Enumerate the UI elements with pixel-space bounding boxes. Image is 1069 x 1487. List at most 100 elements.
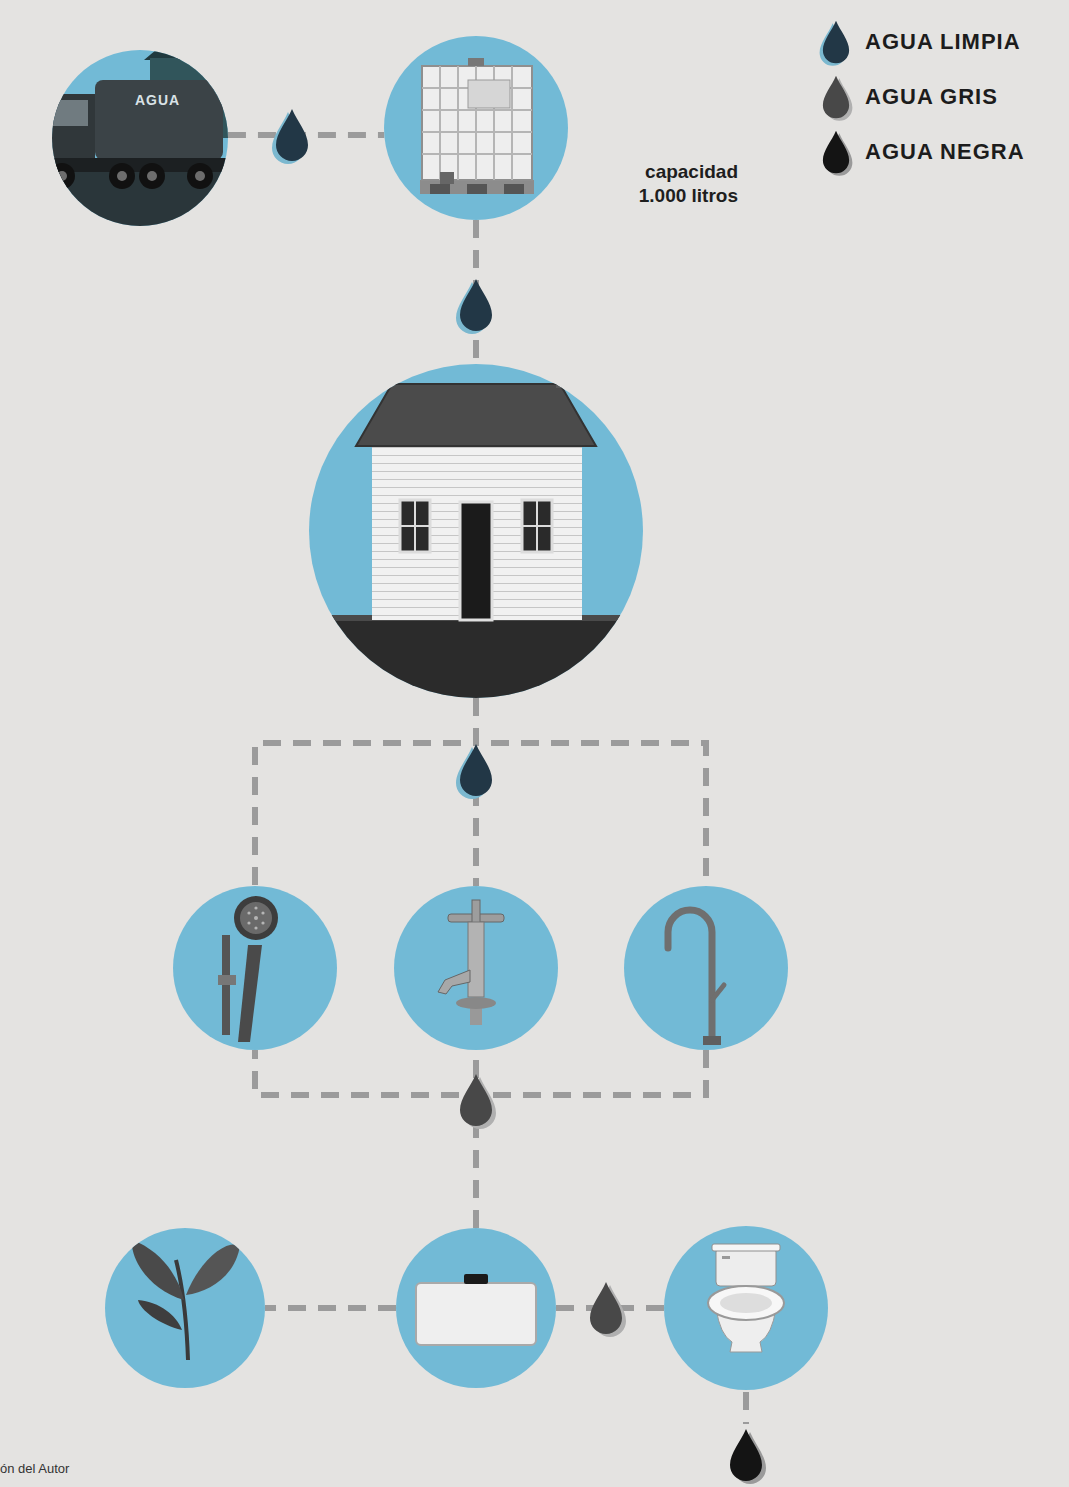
shower-illustration — [261, 911, 264, 914]
shower-illustration — [247, 911, 250, 914]
house-illustration — [460, 502, 492, 620]
kitchen-faucet-illustration — [712, 985, 724, 1000]
kitchen-faucet-illustration — [668, 910, 724, 1045]
truck-illustration — [147, 171, 157, 181]
grey-water-drop — [460, 1074, 496, 1129]
truck-illustration — [49, 163, 75, 189]
clean-water-drop — [456, 747, 488, 799]
ibc-tank-illustration — [467, 184, 487, 194]
plant-illustration — [176, 1260, 188, 1360]
house-illustration — [400, 525, 430, 527]
clean-water-drop — [456, 744, 492, 799]
house-illustration — [356, 384, 596, 446]
ibc-tank-illustration — [430, 184, 450, 194]
ibc-tank-illustration — [468, 80, 510, 108]
legend-drop-clean — [823, 21, 849, 64]
ibc-tank-illustration — [422, 109, 532, 111]
truck-illustration — [38, 94, 95, 172]
clean-water-drop — [460, 279, 492, 331]
truck-illustration — [36, 34, 260, 235]
toilet-illustration — [708, 1286, 784, 1320]
ibc-tank-illustration — [422, 66, 532, 180]
black-water-drop — [730, 1429, 762, 1481]
truck-illustration — [57, 171, 67, 181]
legend-label: AGUA NEGRA — [865, 139, 1025, 165]
toilet-circle — [664, 1226, 828, 1390]
toilet-illustration — [712, 1244, 780, 1251]
clean-water-drop — [272, 109, 308, 164]
legend-drop-clean — [820, 23, 846, 66]
dashed-connector — [228, 132, 384, 138]
ibc-tank-illustration — [493, 66, 495, 180]
truck-illustration — [195, 171, 205, 181]
grey-water-drop — [464, 1077, 496, 1129]
tap-illustration — [472, 900, 480, 930]
house-illustration — [536, 500, 538, 552]
truck-illustration — [139, 163, 165, 189]
truck-illustration — [44, 100, 88, 126]
legend-label: AGUA LIMPIA — [865, 29, 1021, 55]
clean-water-drop — [272, 112, 304, 164]
kitchen-faucet-illustration — [668, 910, 712, 1040]
capacity-note: capacidad 1.000 litros — [613, 160, 738, 208]
shower-illustration — [254, 906, 257, 909]
shower-illustration — [222, 935, 230, 1035]
ibc-tank-illustration — [422, 153, 532, 155]
plant-circle — [105, 1228, 265, 1388]
source-note: ón del Autor — [0, 1461, 69, 1476]
toilet-illustration — [720, 1293, 772, 1313]
ibc-tank-illustration — [511, 66, 513, 180]
storage-tank-illustration — [464, 1274, 488, 1284]
legend-drop-grey — [823, 76, 849, 119]
truck-illustration — [95, 80, 223, 160]
truck-illustration — [109, 163, 135, 189]
ibc-tank-illustration — [422, 131, 532, 133]
truck-illustration — [150, 58, 252, 138]
plant-illustration — [186, 1244, 240, 1295]
ibc-tank-illustration — [422, 66, 532, 180]
truck-illustration — [187, 163, 213, 189]
shower-illustration — [240, 902, 272, 934]
shower-illustration — [234, 896, 278, 940]
house-illustration — [414, 500, 416, 552]
shower-illustration — [247, 906, 264, 929]
shower-illustration — [254, 916, 258, 920]
dashed-connector — [255, 1050, 476, 1228]
house-circle — [309, 364, 643, 698]
dashed-connector — [473, 1050, 479, 1228]
truck-illustration — [117, 171, 127, 181]
tap-illustration — [448, 914, 504, 922]
ibc-tank-illustration — [420, 180, 534, 194]
legend-drop-grey — [826, 78, 852, 121]
house-illustration — [522, 500, 552, 552]
shower-circle — [173, 886, 337, 1050]
truck-lettering: AGUA — [135, 92, 180, 110]
legend-drop-clean — [820, 21, 850, 66]
ibc-tank-illustration — [468, 58, 484, 66]
truck-illustration — [36, 158, 226, 172]
dashed-connector — [473, 220, 479, 364]
ibc-tank-illustration — [504, 184, 524, 194]
house-illustration — [300, 615, 660, 621]
house-illustration — [300, 615, 660, 715]
storage-tank-illustration — [416, 1283, 536, 1345]
clean-water-drop — [456, 279, 492, 334]
dashed-connector — [476, 698, 706, 886]
clean-water-drop — [276, 109, 308, 161]
grey-water-drop — [590, 1282, 626, 1337]
shower-illustration — [247, 921, 250, 924]
legend-label: AGUA GRIS — [865, 84, 998, 110]
ibc-tank-illustration — [420, 58, 534, 194]
storage-tank-illustration — [416, 1274, 536, 1345]
tap-illustration — [438, 900, 504, 1025]
tap-circle — [394, 886, 558, 1050]
truck-illustration — [144, 34, 252, 60]
truck-illustration — [38, 140, 48, 164]
grey-water-drop — [460, 1074, 492, 1126]
truck-circle: AGUA — [52, 50, 228, 226]
ibc-tank-illustration — [422, 87, 532, 89]
kitchen-faucet-illustration — [703, 1036, 721, 1045]
tap-illustration — [456, 997, 496, 1009]
